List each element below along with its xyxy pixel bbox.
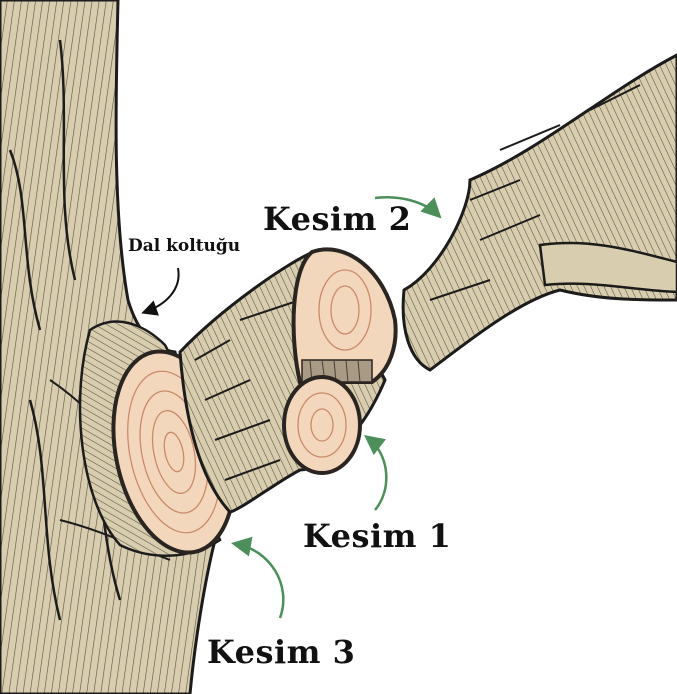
branch-collar-pointer [145,268,179,312]
cut1-arrow [368,438,386,510]
falling-branch [403,55,677,370]
cut1-label: Kesim 1 [303,517,451,555]
cut2-face [294,249,396,382]
cut3-arrow [236,544,283,618]
cut1-face [284,377,360,473]
cut2-label: Kesim 2 [263,200,411,238]
cut3-label: Kesim 3 [207,633,355,671]
branch-collar-label: Dal koltuğu [128,236,240,256]
